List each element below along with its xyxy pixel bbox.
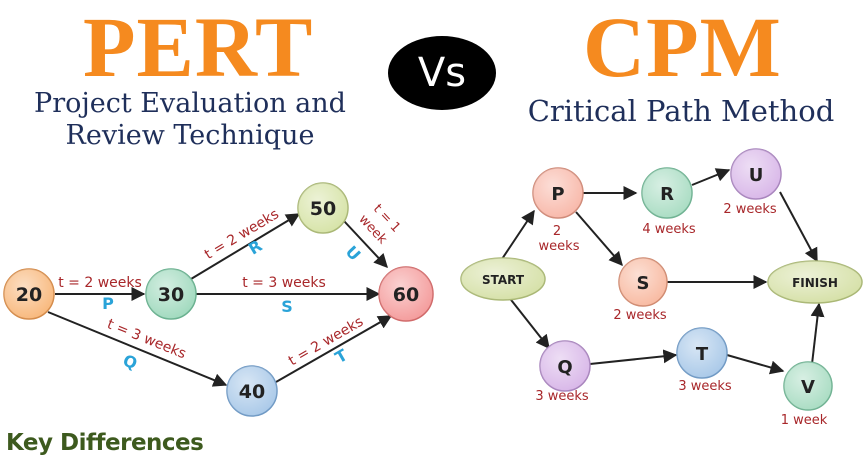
cpm-arrow-start-P [499, 209, 535, 263]
pert-node-30-label: 30 [158, 284, 184, 306]
cpm-node-Q: Q 3 weeks [535, 340, 591, 404]
cpm-arrow-U-finish [779, 191, 818, 263]
pert-edge-T-duration: t = 2 weeks [286, 314, 366, 370]
vs-badge: Vs [388, 36, 496, 110]
cpm-node-S-duration: 2 weeks [613, 308, 667, 323]
cpm-node-P-duration-line1: 2 [553, 224, 561, 239]
pert-subtitle-line2: Review Technique [65, 120, 315, 152]
cpm-node-T-duration: 3 weeks [678, 379, 732, 394]
cpm-arrow-R-U [691, 168, 731, 186]
pert-edge-R-letter: R [245, 236, 265, 259]
cpm-node-finish: FINISH [767, 260, 863, 304]
cpm-node-P-label: P [551, 184, 564, 205]
pert-edge-S-duration: t = 3 weeks [242, 275, 326, 291]
pert-title: PERT [83, 0, 314, 95]
pert-subtitle: Project Evaluation and Review Technique [10, 88, 370, 153]
cpm-network: START P 2 weeks R 4 weeks U [460, 148, 863, 428]
footer-key-differences: Key Differences [6, 430, 204, 456]
pert-node-40: 40 [226, 365, 278, 417]
pert-edge-U-letter: U [342, 242, 365, 264]
cpm-node-V-duration: 1 week [781, 413, 828, 428]
pert-node-60: 60 [378, 266, 434, 322]
cpm-node-R-duration: 4 weeks [642, 222, 696, 237]
pert-node-20-label: 20 [16, 284, 42, 306]
cpm-node-V: V 1 week [781, 361, 833, 428]
cpm-node-Q-label: Q [557, 357, 572, 378]
cpm-node-finish-label: FINISH [792, 276, 838, 290]
cpm-arrow-start-Q [507, 295, 550, 350]
pert-network: 20 30 50 60 40 t = [3, 182, 434, 417]
cpm-arrow-T-V [726, 354, 785, 375]
cpm-node-P: P 2 weeks [532, 167, 584, 254]
cpm-node-T-label: T [696, 344, 709, 365]
cpm-node-Q-duration: 3 weeks [535, 389, 589, 404]
cpm-node-S-label: S [637, 273, 650, 294]
cpm-arrow-V-finish [810, 302, 825, 365]
pert-arrow-50-60 [343, 220, 388, 269]
pert-arrow-30-50 [190, 213, 301, 280]
pert-subtitle-line1: Project Evaluation and [34, 88, 346, 119]
cpm-node-U: U 2 weeks [723, 148, 782, 217]
cpm-node-U-duration: 2 weeks [723, 202, 777, 217]
pert-node-20: 20 [3, 268, 55, 320]
cpm-node-start-label: START [482, 273, 525, 287]
pert-edge-T-letter: T [332, 345, 351, 367]
cpm-arrow-Q-T [589, 349, 678, 365]
cpm-title: CPM [583, 0, 782, 95]
pert-edge-Q-duration: t = 3 weeks [105, 316, 188, 362]
cpm-node-V-label: V [801, 377, 815, 398]
pert-edge-S-letter: S [281, 297, 293, 316]
cpm-subtitle: Critical Path Method [527, 94, 835, 128]
pert-edge-P-letter: P [102, 294, 114, 313]
cpm-arrow-P-S [575, 211, 623, 267]
cpm-node-T: T 3 weeks [676, 327, 732, 394]
cpm-node-U-label: U [749, 165, 764, 186]
pert-node-60-label: 60 [393, 284, 419, 306]
cpm-node-S: S 2 weeks [613, 257, 668, 323]
pert-edge-R-duration: t = 2 weeks [202, 206, 282, 263]
cpm-node-P-duration-line2: weeks [539, 239, 580, 254]
pert-node-30: 30 [145, 268, 197, 320]
cpm-node-start: START [460, 257, 546, 301]
pert-arrow-40-60 [275, 315, 393, 383]
pert-node-50: 50 [297, 182, 349, 234]
pert-node-50-label: 50 [310, 198, 336, 220]
pert-edge-P-duration: t = 2 weeks [58, 275, 142, 291]
pert-arrow-20-40 [47, 311, 228, 387]
pert-edge-Q-letter: Q [120, 351, 140, 374]
pert-node-40-label: 40 [239, 381, 265, 403]
cpm-node-R: R 4 weeks [641, 167, 696, 237]
cpm-node-R-label: R [660, 184, 674, 205]
